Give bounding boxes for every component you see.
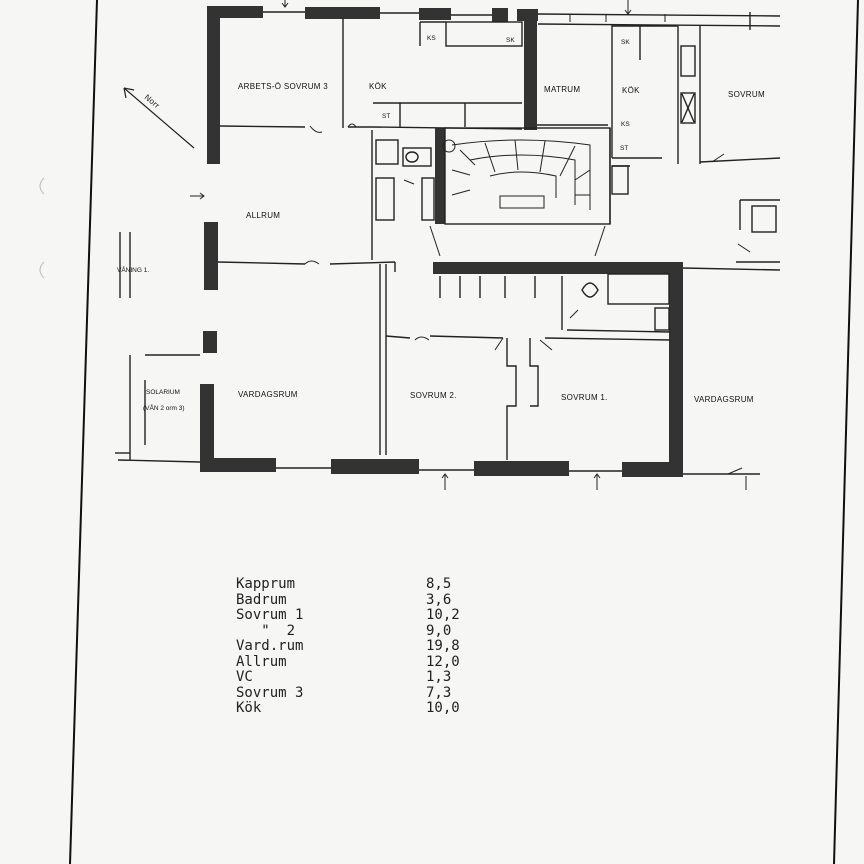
area-name: Badrum	[236, 591, 287, 608]
area-value: 10,2	[426, 607, 460, 623]
area-row: Sovrum 1 10,2	[236, 607, 496, 624]
room-arbets-sovrum-3: ARBETS-Ö SOVRUM 3	[238, 82, 328, 91]
area-name: " 2	[236, 622, 296, 639]
fixture-st-right: ST	[620, 145, 628, 152]
area-value: 19,8	[426, 638, 460, 654]
area-value: 7,3	[426, 684, 452, 701]
area-name: Sovrum 1	[236, 607, 304, 623]
area-row: VC 1,3	[236, 669, 496, 686]
interior-walls	[115, 11, 781, 475]
door-swings	[304, 123, 751, 475]
area-value: 12,0	[426, 653, 460, 670]
north-label: Norr	[143, 93, 162, 111]
room-sovrum-1: SOVRUM 1.	[561, 393, 608, 402]
area-name: Allrum	[236, 653, 287, 670]
area-name: VC	[236, 669, 253, 685]
spiral-staircase	[442, 139, 591, 210]
area-name: Kök	[236, 700, 262, 716]
area-name: Kapprum	[236, 576, 296, 592]
window-arrows	[190, 0, 747, 490]
area-row: Allrum 12,0	[236, 653, 496, 671]
area-row: Badrum 3,6	[236, 591, 496, 609]
room-kok-right: KÖK	[622, 86, 640, 95]
north-arrow-icon	[123, 87, 195, 149]
exterior-walls	[200, 6, 683, 477]
fixture-sk-right: SK	[621, 39, 630, 46]
room-matrum: MATRUM	[544, 85, 580, 94]
fixture-ks: KS	[427, 35, 436, 42]
room-solarium: SOLARIUM	[146, 389, 180, 396]
fixture-sk-left: SK	[506, 37, 515, 44]
room-area-table: Kapprum 8,5 Badrum 3,6 Sovrum 1 10,2 " 2 9,0…	[236, 576, 496, 717]
paper-right-edge	[833, 0, 859, 864]
room-allrum: ALLRUM	[246, 211, 280, 220]
area-name: Vard.rum	[236, 638, 304, 654]
area-row: Vard.rum 19,8	[236, 638, 496, 655]
room-sovrum-right: SOVRUM	[728, 90, 765, 99]
fixture-ks-right: KS	[621, 121, 630, 128]
room-solarium-note: (VÅN 2 orm 3)	[143, 403, 185, 412]
paper-left-edge	[69, 0, 98, 864]
area-row: Kapprum 8,5	[236, 576, 496, 593]
room-vardagsrum-left: VARDAGSRUM	[238, 390, 298, 399]
binder-hole-marks	[39, 177, 45, 279]
area-value: 8,5	[426, 576, 452, 592]
area-value: 1,3	[426, 669, 452, 685]
area-row: " 2 9,0	[236, 622, 496, 640]
room-vardagsrum-right: VARDAGSRUM	[694, 395, 754, 404]
room-kok-left: KÖK	[369, 82, 387, 91]
area-value: 9,0	[426, 622, 452, 639]
area-row: Sovrum 3 7,3	[236, 684, 496, 702]
area-row: Kök 10,0	[236, 700, 496, 717]
area-value: 3,6	[426, 591, 452, 608]
room-sovrum-2: SOVRUM 2.	[410, 391, 457, 400]
fixture-st-left: ST	[382, 113, 390, 120]
floor-label: VÅNING 1.	[117, 265, 149, 274]
area-name: Sovrum 3	[236, 684, 304, 701]
area-value: 10,0	[426, 700, 460, 716]
